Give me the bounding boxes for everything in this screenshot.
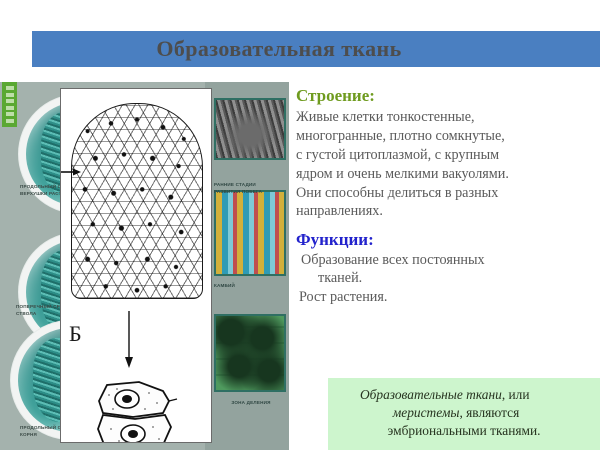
photo-fill — [216, 100, 284, 158]
poster-caption-transverse-stem: Поперечный срез ствола — [16, 304, 67, 316]
pointer-arrow-icon — [61, 168, 81, 176]
dividing-cells-drawing — [97, 381, 178, 442]
list-item: тканей. — [318, 270, 363, 287]
slide-title-bar: Образовательная ткань — [32, 31, 600, 67]
list-item: Рост растения. — [299, 288, 388, 305]
structure-heading: Строение: — [296, 86, 375, 105]
poster-caption-cambium: Камбий — [214, 283, 236, 288]
definition-line-2-rest: , являются — [459, 405, 520, 421]
page-title: Образовательная ткань — [156, 36, 402, 61]
definition-line-2: меристемы, являются — [346, 404, 588, 422]
definition-line-1-rest: , или — [501, 387, 530, 402]
poster-caption-division-zone: Зона деления — [231, 400, 271, 405]
meristem-diagram-inset: Б — [60, 88, 212, 443]
photo-card-cambium — [214, 190, 286, 276]
photo-card-division-zone — [214, 314, 286, 392]
definition-term-2: меристемы — [392, 405, 460, 421]
structure-paragraph: Живые клетки тонкостенные, многогранные,… — [296, 109, 509, 220]
photo-card-shoot-stages — [214, 98, 286, 160]
poster-caption-longitudinal-shoot-tip: Продольный срез верхушки растения — [20, 184, 76, 196]
meristem-dome-drawing — [71, 103, 203, 299]
poster-caption-early-shoot-stages: Ранние стадии развития побега — [214, 182, 263, 194]
photo-fill — [216, 316, 284, 390]
definition-callout-box: Образовательные ткани, или меристемы, яв… — [328, 378, 600, 450]
definition-line-3: эмбриональными тканями. — [387, 423, 541, 439]
functions-heading: Функции: — [296, 230, 374, 250]
functions-list: Образование всех постоянных тканей. Рост… — [296, 251, 556, 306]
list-item: Образование всех постоянных — [301, 252, 485, 269]
flow-arrow-down-icon — [125, 311, 133, 368]
photo-fill — [216, 192, 284, 274]
definition-term-1: Образовательные ткани — [360, 387, 502, 402]
diagram-label-b: Б — [69, 321, 82, 346]
definition-line-1: Образовательные ткани, или — [346, 386, 588, 404]
content-column: Строение: Живые клетки тонкостенные, мно… — [296, 86, 596, 306]
poster-green-tab-icon — [2, 82, 17, 127]
poster-caption-longitudinal-root: Продольный срез корня — [20, 425, 71, 437]
